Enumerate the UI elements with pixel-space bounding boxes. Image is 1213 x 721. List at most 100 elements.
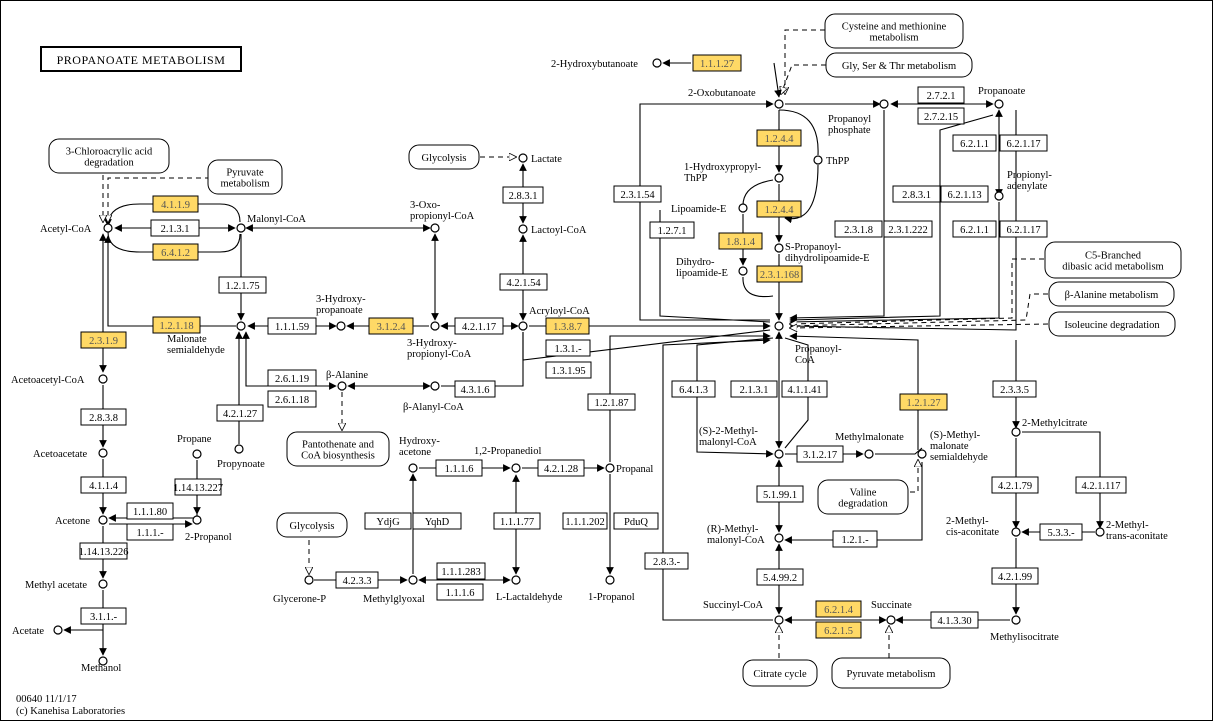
compound-propanol2[interactable]: 2-Propanol — [185, 515, 232, 543]
compound-methanol[interactable]: Methanol — [81, 656, 121, 674]
enzyme-2-7-2-15[interactable]: 2.7.2.15 — [917, 107, 965, 125]
enzyme-4-1-3-30[interactable]: 4.1.3.30 — [930, 611, 979, 629]
enzyme-4-1-1-9[interactable]: 4.1.1.9 — [152, 195, 199, 213]
compound-acryloylcoa[interactable]: Acryloyl-CoA — [518, 306, 590, 331]
compound-glyceronep[interactable]: Glycerone-P — [273, 575, 326, 605]
enzyme-2-3-1-222[interactable]: 2.3.1.222 — [883, 220, 933, 238]
enzyme-2-3-1-54[interactable]: 2.3.1.54 — [613, 185, 662, 203]
compound-hydroxypropionylcoa[interactable]: 3-Hydroxy-propionyl-CoA — [407, 321, 472, 360]
compound-oxopropionylcoa[interactable]: 3-Oxo-propionyl-CoA — [410, 200, 475, 233]
compound-methylcisaconitate[interactable]: 2-Methyl-cis-aconitate — [946, 516, 1021, 538]
compound-hydroxypropylthpp[interactable]: 1-Hydroxypropyl-ThPP — [684, 162, 784, 184]
enzyme-6-2-1-4[interactable]: 6.2.1.4 — [815, 600, 862, 618]
enzyme-2-1-3-1b[interactable]: 2.1.3.1 — [730, 380, 778, 398]
enzyme-YdjG[interactable]: YdjG — [364, 512, 412, 530]
compound-propanoate[interactable]: Propanoate — [978, 86, 1026, 109]
compound-propanediol[interactable]: 1,2-Propanediol — [474, 446, 541, 473]
enzyme-1-3-1--[interactable]: 1.3.1.- — [545, 339, 591, 357]
enzyme-1-1-1-80[interactable]: 1.1.1.80 — [126, 502, 174, 520]
enzyme-1-2-4-4a[interactable]: 1.2.4.4 — [756, 129, 802, 147]
enzyme-2-8-3-8[interactable]: 2.8.3.8 — [80, 408, 127, 426]
compound-hydroxybutanoate[interactable]: 2-Hydroxybutanoate — [551, 58, 662, 70]
compound-methylmalonate[interactable]: Methylmalonate — [835, 432, 904, 459]
enzyme-1-1-1-77[interactable]: 1.1.1.77 — [493, 512, 541, 530]
enzyme-2-3-1-9[interactable]: 2.3.1.9 — [80, 331, 127, 349]
compound-succinate[interactable]: Succinate — [871, 600, 912, 625]
enzyme-1-3-8-7[interactable]: 1.3.8.7 — [545, 317, 590, 335]
enzyme-1-1-1-283[interactable]: 1.1.1.283 — [436, 562, 486, 580]
enzyme-4-2-1-79[interactable]: 4.2.1.79 — [991, 476, 1039, 494]
compound-acetoacetylcoa[interactable]: Acetoacetyl-CoA — [11, 374, 108, 386]
pathway-citrate[interactable]: Citrate cycle — [742, 659, 818, 687]
enzyme-6-2-1-17b[interactable]: 6.2.1.17 — [999, 220, 1048, 238]
enzyme-6-2-1-17a[interactable]: 6.2.1.17 — [999, 134, 1048, 152]
pathway-pyruvate2[interactable]: Pyruvate metabolism — [831, 657, 951, 689]
enzyme-4-2-1-17[interactable]: 4.2.1.17 — [454, 317, 504, 335]
enzyme-6-4-1-3[interactable]: 6.4.1.3 — [671, 380, 716, 398]
compound-oxobutanoate[interactable]: 2-Oxobutanoate — [688, 88, 784, 109]
enzyme-6-2-1-1a[interactable]: 6.2.1.1 — [952, 134, 997, 152]
enzyme-4-2-1-54[interactable]: 4.2.1.54 — [499, 273, 548, 291]
compound-malonylcoa[interactable]: Malonyl-CoA — [236, 214, 306, 233]
compound-lactaldehyde[interactable]: L-Lactaldehyde — [496, 575, 563, 603]
enzyme-1-3-1-95[interactable]: 1.3.1.95 — [545, 361, 592, 379]
compound-lipoamidee[interactable]: Lipoamide-E — [671, 203, 748, 215]
enzyme-1-14-13-227[interactable]: 1.14.13.227 — [173, 478, 223, 496]
compound-methylcitrate[interactable]: 2-Methylcitrate — [1011, 418, 1088, 437]
enzyme-2-8-3-1b[interactable]: 2.8.3.1 — [892, 185, 941, 203]
enzyme-1-2-1-27[interactable]: 1.2.1.27 — [899, 393, 948, 411]
enzyme-YqhD[interactable]: YqhD — [412, 512, 462, 530]
enzyme-4-2-1-99[interactable]: 4.2.1.99 — [991, 567, 1039, 585]
enzyme-1-2-4-4b[interactable]: 1.2.4.4 — [756, 200, 802, 218]
compound-methyltransaconitate[interactable]: 2-Methyl-trans-aconitate — [1095, 520, 1168, 542]
compound-propane[interactable]: Propane — [177, 434, 212, 459]
compound-methylisocitrate[interactable]: Methylisocitrate — [990, 615, 1059, 643]
enzyme-2-3-1-168[interactable]: 2.3.1.168 — [756, 265, 803, 283]
pathway-isoleucine[interactable]: Isoleucine degradation — [1048, 311, 1176, 337]
enzyme-2-6-1-18[interactable]: 2.6.1.18 — [267, 390, 317, 408]
compound-succinylcoa[interactable]: Succinyl-CoA — [703, 600, 784, 625]
enzyme-2-3-3-5[interactable]: 2.3.3.5 — [992, 380, 1037, 398]
enzyme-5-3-3--[interactable]: 5.3.3.- — [1039, 523, 1083, 541]
compound-acetylcoa[interactable]: Acetyl-CoA — [40, 223, 113, 235]
enzyme-5-1-99-1[interactable]: 5.1.99.1 — [756, 485, 804, 503]
enzyme-1-2-7-1[interactable]: 1.2.7.1 — [649, 221, 695, 239]
compound-propynoate[interactable]: Propynoate — [217, 444, 265, 470]
enzyme-6-4-1-2[interactable]: 6.4.1.2 — [152, 243, 199, 261]
enzyme-3-1-2-17[interactable]: 3.1.2.17 — [796, 445, 844, 463]
enzyme-6-2-1-5[interactable]: 6.2.1.5 — [815, 621, 862, 639]
enzyme-1-2-1-18[interactable]: 1.2.1.18 — [152, 316, 201, 334]
compound-hydroxyacetone[interactable]: Hydroxy-acetone — [399, 436, 440, 473]
enzyme-1-1-1-6[interactable]: 1.1.1.6 — [435, 459, 483, 477]
enzyme-3-1-1--[interactable]: 3.1.1.- — [80, 607, 127, 625]
enzyme-2-7-2-1[interactable]: 2.7.2.1 — [917, 86, 965, 104]
enzyme-2-1-3-1[interactable]: 2.1.3.1 — [150, 219, 200, 237]
enzyme-3-1-2-4[interactable]: 3.1.2.4 — [368, 317, 414, 335]
compound-acetoacetate[interactable]: Acetoacetate — [33, 448, 108, 460]
compound-rmethylmalonylcoa[interactable]: (R)-Methyl-malonyl-CoA — [707, 524, 784, 546]
enzyme-2-6-1-19[interactable]: 2.6.1.19 — [267, 369, 317, 387]
pathway-glycolysis1[interactable]: Glycolysis — [408, 144, 480, 170]
enzyme-4-2-1-27[interactable]: 4.2.1.27 — [216, 404, 264, 422]
enzyme-4-2-3-3[interactable]: 4.2.3.3 — [335, 571, 379, 589]
enzyme-2-8-3--[interactable]: 2.8.3.- — [644, 552, 689, 570]
enzyme-1-1-1-59[interactable]: 1.1.1.59 — [267, 317, 317, 335]
enzyme-6-2-1-1b[interactable]: 6.2.1.1 — [952, 220, 997, 238]
compound-hydroxypropanoate[interactable]: 3-Hydroxy-propanoate — [316, 294, 366, 331]
enzyme-2-3-1-8[interactable]: 2.3.1.8 — [834, 220, 883, 238]
enzyme-PduQ[interactable]: PduQ — [613, 512, 659, 530]
pathway-glyserthr[interactable]: Gly, Ser & Thr metabolism — [825, 52, 973, 78]
compound-propanoylcoa[interactable]: Propanoyl-CoA — [774, 321, 842, 366]
enzyme-4-1-1-41[interactable]: 4.1.1.41 — [781, 380, 828, 398]
enzyme-4-2-1-28[interactable]: 4.2.1.28 — [537, 459, 585, 477]
compound-propanal[interactable]: Propanal — [605, 463, 653, 475]
pathway-glycolysis2[interactable]: Glycolysis — [276, 512, 348, 538]
compound-propionyladenylate[interactable]: Propionyl-adenylate — [994, 170, 1052, 201]
